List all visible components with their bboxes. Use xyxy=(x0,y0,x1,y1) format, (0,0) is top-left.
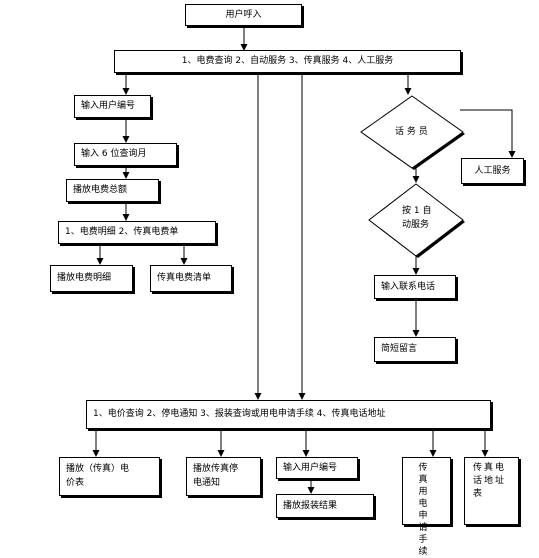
input-user-no-2-box: 输入用户编号 xyxy=(276,457,358,479)
operator-diamond xyxy=(360,95,464,169)
input-user-no-2-label: 输入用户编号 xyxy=(283,463,338,473)
fax-procedure-box: 传真用电申请手续 xyxy=(402,457,451,557)
fax-address-box: 传真电话地址表 xyxy=(464,457,519,525)
user-call-box: 用户呼入 xyxy=(185,4,302,26)
play-price-line1: 播放（传真）电 xyxy=(66,464,130,474)
flowchart-connectors xyxy=(92,26,516,494)
play-price-line2: 价表 xyxy=(66,478,85,488)
play-detail-box: 播放电费明细 xyxy=(50,265,133,292)
input-contact-label: 输入联系电话 xyxy=(381,282,436,292)
fax-bill-label: 传真电费清单 xyxy=(157,273,212,283)
pressone-diamond xyxy=(368,183,464,257)
play-outage-line2: 电通知 xyxy=(193,478,221,488)
press-one-line2: 动服务 xyxy=(402,220,430,230)
play-outage-box: 播放传真停 电通知 xyxy=(186,457,261,496)
press-one-label: 按 1 自 动服务 xyxy=(402,204,431,232)
fax-address-label: 传真电话地址表 xyxy=(473,463,507,499)
play-total-label: 播放电费总额 xyxy=(73,185,128,195)
play-detail-label: 播放电费明细 xyxy=(57,273,112,283)
fax-bill-box: 传真电费清单 xyxy=(150,265,232,292)
main-menu-box: 1、电费查询 2、自动服务 3、传真服务 4、人工服务 xyxy=(114,50,461,73)
manual-service-label: 人工服务 xyxy=(474,166,511,176)
input-user-no-label: 输入用户编号 xyxy=(81,101,136,111)
input-month-box: 输入 6 位查询月 xyxy=(74,143,177,166)
short-message-label: 简短留言 xyxy=(381,344,418,354)
main-menu-label: 1、电费查询 2、自动服务 3、传真服务 4、人工服务 xyxy=(181,56,394,66)
play-install-result-box: 播放报装结果 xyxy=(276,494,374,518)
play-total-box: 播放电费总额 xyxy=(66,179,159,202)
input-user-no-box: 输入用户编号 xyxy=(74,95,151,118)
operator-label: 话 务 员 xyxy=(395,127,428,137)
play-outage-line1: 播放传真停 xyxy=(193,464,239,474)
manual-service-box: 人工服务 xyxy=(461,158,524,184)
play-install-result-label: 播放报装结果 xyxy=(283,501,338,511)
play-price-box: 播放（传真）电 价表 xyxy=(59,457,160,496)
input-contact-box: 输入联系电话 xyxy=(374,275,456,299)
arrow-operator-to-manual xyxy=(460,109,516,158)
short-message-box: 简短留言 xyxy=(374,337,456,362)
bill-menu-box: 1、电费明细 2、传真电费单 xyxy=(58,221,216,244)
input-month-label: 输入 6 位查询月 xyxy=(81,149,147,159)
service-menu-box: 1、电价查询 2、停电通知 3、报装查询或用电申请手续 4、传真电话地址 xyxy=(86,400,491,429)
fax-procedure-label: 传真用电申请手续 xyxy=(418,463,428,557)
service-menu-label: 1、电价查询 2、停电通知 3、报装查询或用电申请手续 4、传真电话地址 xyxy=(93,409,386,419)
bill-menu-label: 1、电费明细 2、传真电费单 xyxy=(65,227,179,237)
user-call-label: 用户呼入 xyxy=(225,10,262,20)
press-one-line1: 按 1 自 xyxy=(402,206,432,216)
